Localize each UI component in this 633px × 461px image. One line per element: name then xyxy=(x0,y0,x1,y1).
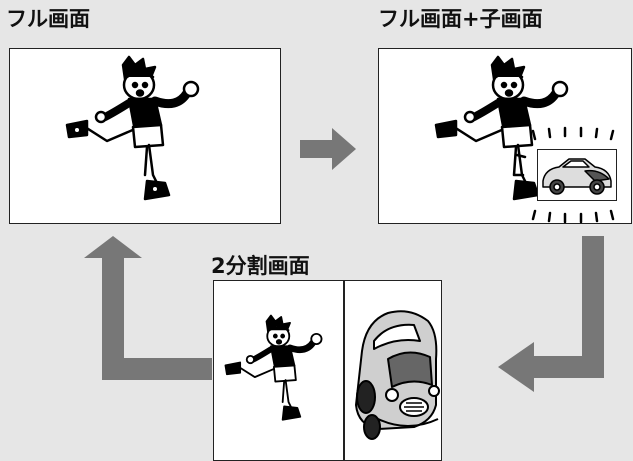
classic-car-icon xyxy=(542,158,612,195)
kicking-boy-icon xyxy=(434,55,569,201)
full-screen-frame xyxy=(9,48,281,224)
label-full-screen: フル画面 xyxy=(6,7,90,31)
split-screen-left-frame xyxy=(213,280,344,461)
sub-screen-highlight xyxy=(513,126,615,224)
classic-car-icon xyxy=(355,310,440,440)
full-pip-screen-frame xyxy=(378,48,632,224)
kicking-boy-icon xyxy=(224,314,323,421)
label-split-screen: 2分割画面 xyxy=(211,254,310,278)
kicking-boy-icon xyxy=(65,55,200,201)
sub-screen xyxy=(537,149,617,201)
split-screen-right-frame xyxy=(344,280,442,461)
label-full-pip-screen: フル画面+子画面 xyxy=(378,7,543,31)
